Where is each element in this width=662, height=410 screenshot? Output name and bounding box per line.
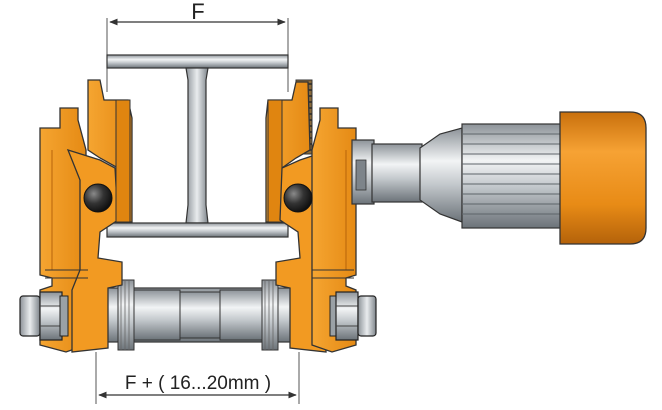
bottom-dimension: F + ( 16...20mm ): [95, 352, 300, 404]
right-nut: [329, 291, 377, 341]
i-beam: [106, 54, 289, 238]
right-side-plate: [265, 79, 357, 353]
bottom-dimension-label: F + ( 16...20mm ): [125, 373, 271, 394]
top-dimension-label: F: [191, 0, 204, 24]
axle: [89, 279, 301, 351]
left-nut: [19, 291, 69, 341]
top-dimension: F: [106, 0, 289, 92]
drive-motor: [351, 111, 647, 245]
left-side-plate: [39, 79, 133, 353]
